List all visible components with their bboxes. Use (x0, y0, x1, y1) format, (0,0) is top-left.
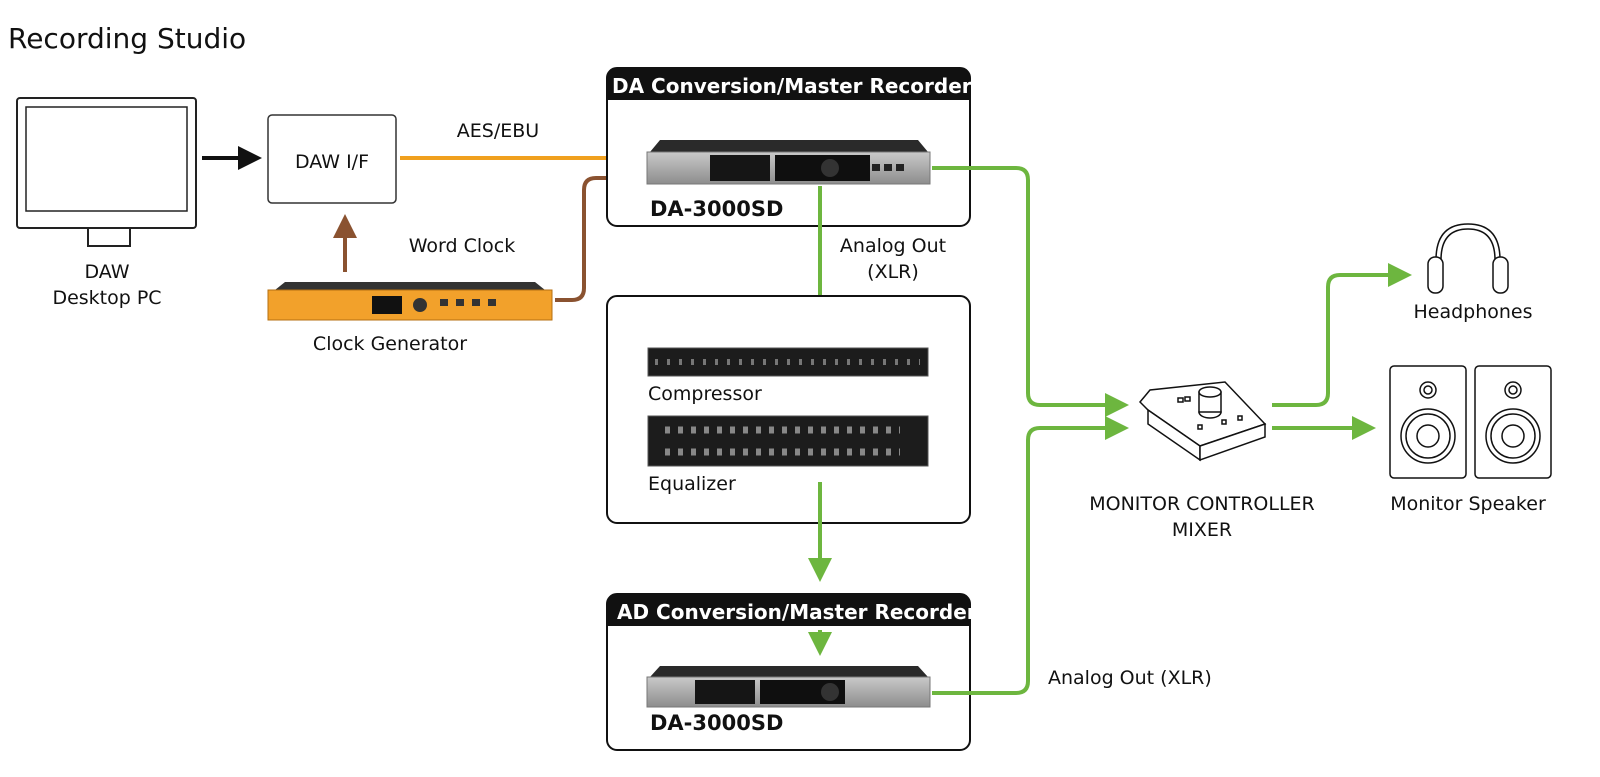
equalizer-device (647, 415, 929, 467)
analog-out-bottom-label: Analog Out (XLR) (1048, 667, 1212, 689)
daw-pc-label: DAW (84, 261, 129, 283)
analog-out-da-to-mixer-line (932, 166, 1129, 417)
ad-device-label: DA-3000SD (650, 711, 783, 735)
compressor-device (647, 347, 929, 377)
monitor-speaker-icon (1389, 365, 1552, 479)
word-clock-label: Word Clock (409, 235, 516, 257)
aes-ebu-label: AES/EBU (457, 120, 539, 142)
page-title: Recording Studio (8, 22, 246, 55)
clock-generator-device (267, 282, 553, 321)
monitor-speaker-label: Monitor Speaker (1390, 493, 1546, 515)
analog-out-label: Analog Out (840, 235, 946, 257)
headphones-label: Headphones (1413, 301, 1532, 323)
headphones-icon (1427, 223, 1509, 294)
mixer-label: MONITOR CONTROLLER (1089, 493, 1315, 515)
desktop-monitor-icon (16, 97, 197, 247)
ad-section-header: AD Conversion/Master Recorder (617, 600, 977, 624)
word-clock-line (555, 166, 632, 302)
da-3000sd-device-bottom (646, 666, 931, 708)
daw-if-label: DAW I/F (295, 151, 369, 173)
equalizer-label: Equalizer (648, 473, 736, 495)
clock-generator-label: Clock Generator (313, 333, 467, 355)
daw-pc-sublabel: Desktop PC (52, 287, 161, 309)
da-device-label: DA-3000SD (650, 197, 783, 221)
monitor-controller-icon (1138, 381, 1267, 462)
analog-out-ad-to-mixer-line (932, 416, 1129, 695)
headphones-out-line (1272, 263, 1412, 407)
daw-if-box (267, 114, 397, 204)
compressor-label: Compressor (648, 383, 762, 405)
da-section-header: DA Conversion/Master Recorder (612, 74, 972, 98)
analog-out-xlr-label: (XLR) (867, 261, 919, 283)
mixer-sublabel: MIXER (1172, 519, 1232, 541)
da-3000sd-device-top (646, 140, 931, 185)
